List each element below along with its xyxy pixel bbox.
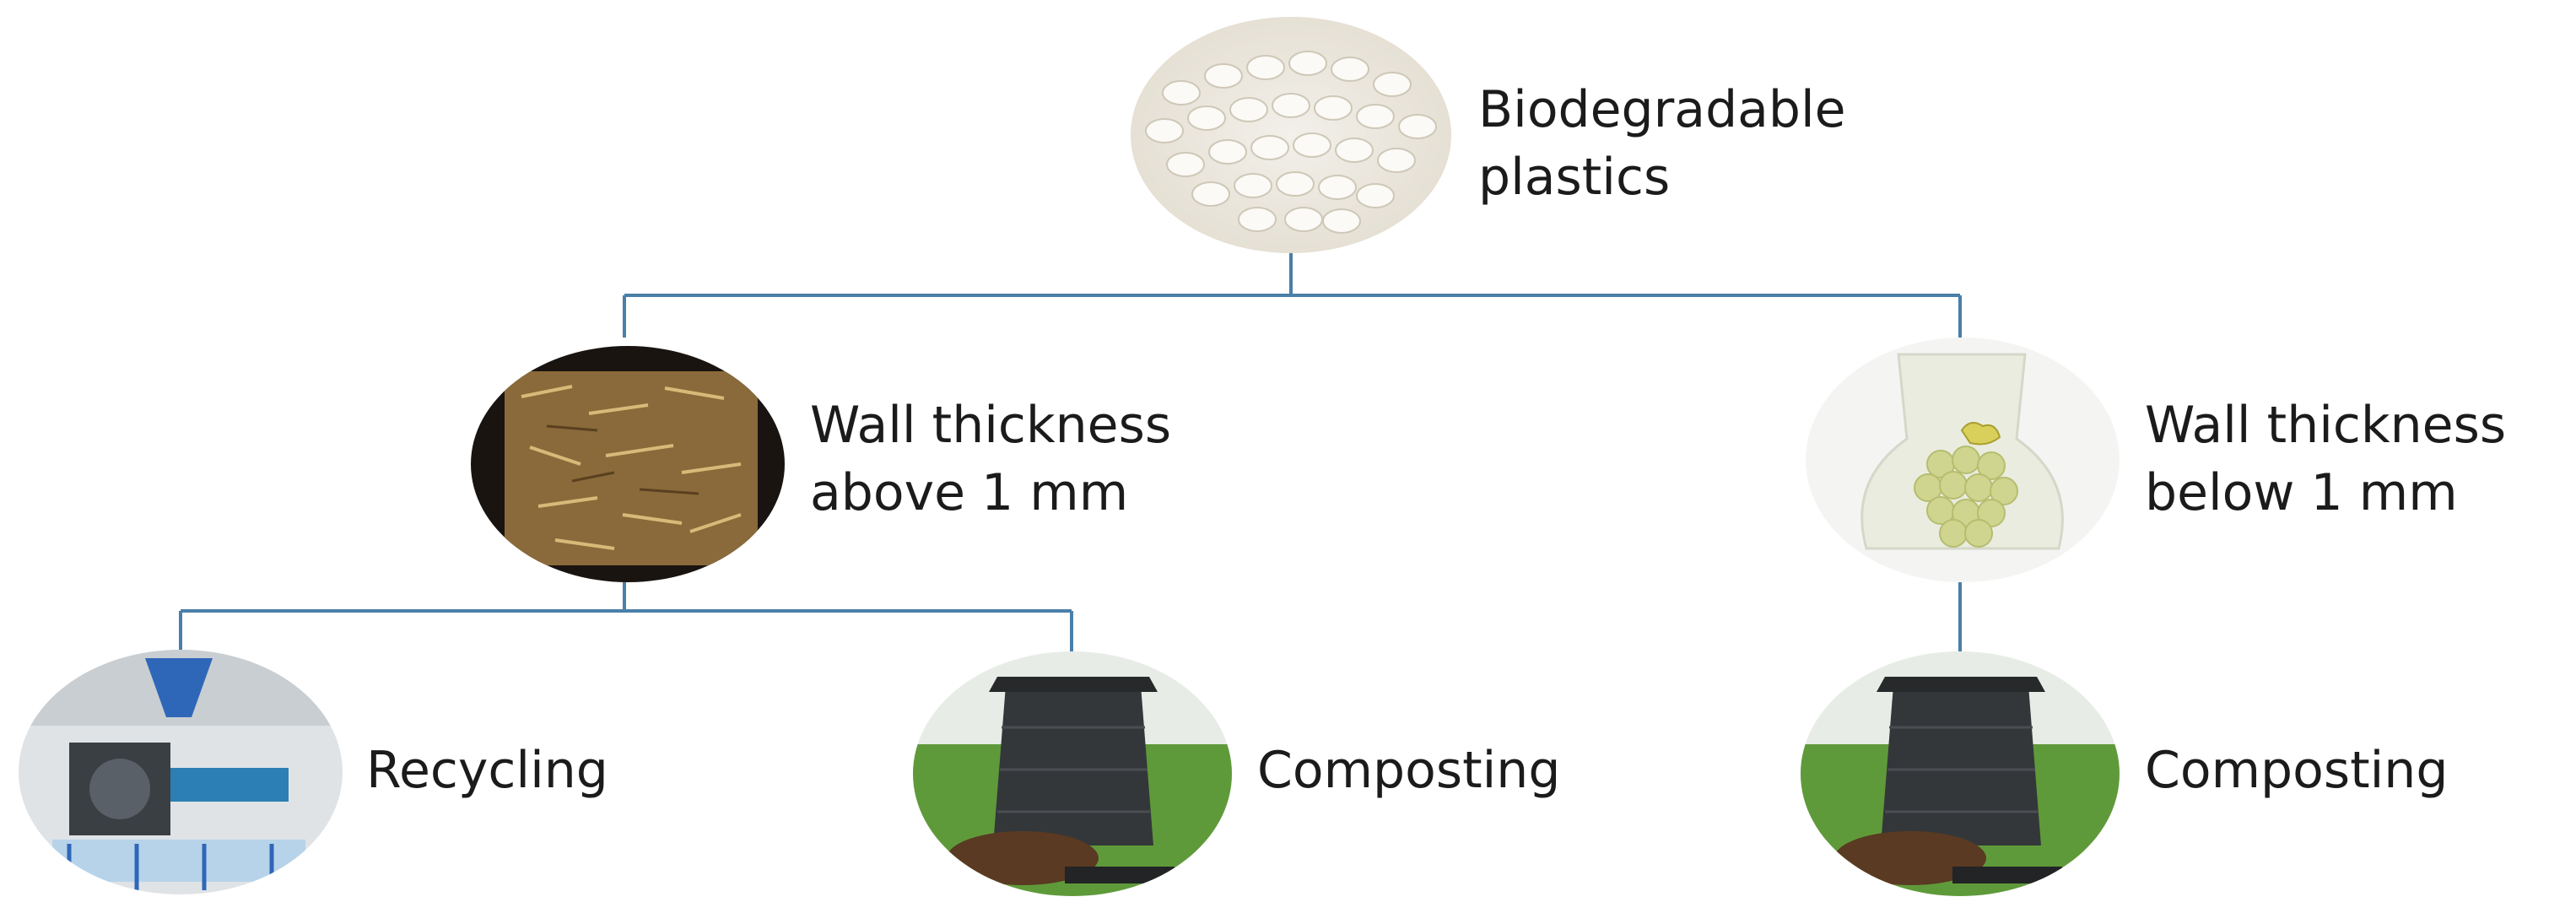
root-label: Biodegradable plastics <box>1478 76 1846 211</box>
thin-label-line2: below 1 mm <box>2145 463 2458 522</box>
fibre-composite-image <box>471 346 785 582</box>
root-label-line2: plastics <box>1478 148 1671 207</box>
recycling-machinery-image <box>19 650 343 894</box>
thin-label: Wall thickness below 1 mm <box>2145 392 2506 527</box>
translucent-bag-image <box>1806 338 2120 582</box>
thin-label-line1: Wall thickness <box>2145 396 2507 455</box>
root-label-line1: Biodegradable <box>1478 80 1846 139</box>
thick-label-line2: above 1 mm <box>810 463 1129 522</box>
thick-label-line1: Wall thickness <box>810 396 1172 455</box>
composting-label-a: Composting <box>1257 741 1561 800</box>
plastic-pellets-image <box>1131 17 1451 253</box>
thick-label: Wall thickness above 1 mm <box>810 392 1171 527</box>
compost-bin-image-a <box>913 651 1232 896</box>
recycling-label: Recycling <box>366 741 608 800</box>
composting-label-b: Composting <box>2145 741 2449 800</box>
compost-bin-image-b <box>1801 651 2120 896</box>
root-connector <box>623 245 1962 338</box>
thick-connector <box>179 582 1073 651</box>
